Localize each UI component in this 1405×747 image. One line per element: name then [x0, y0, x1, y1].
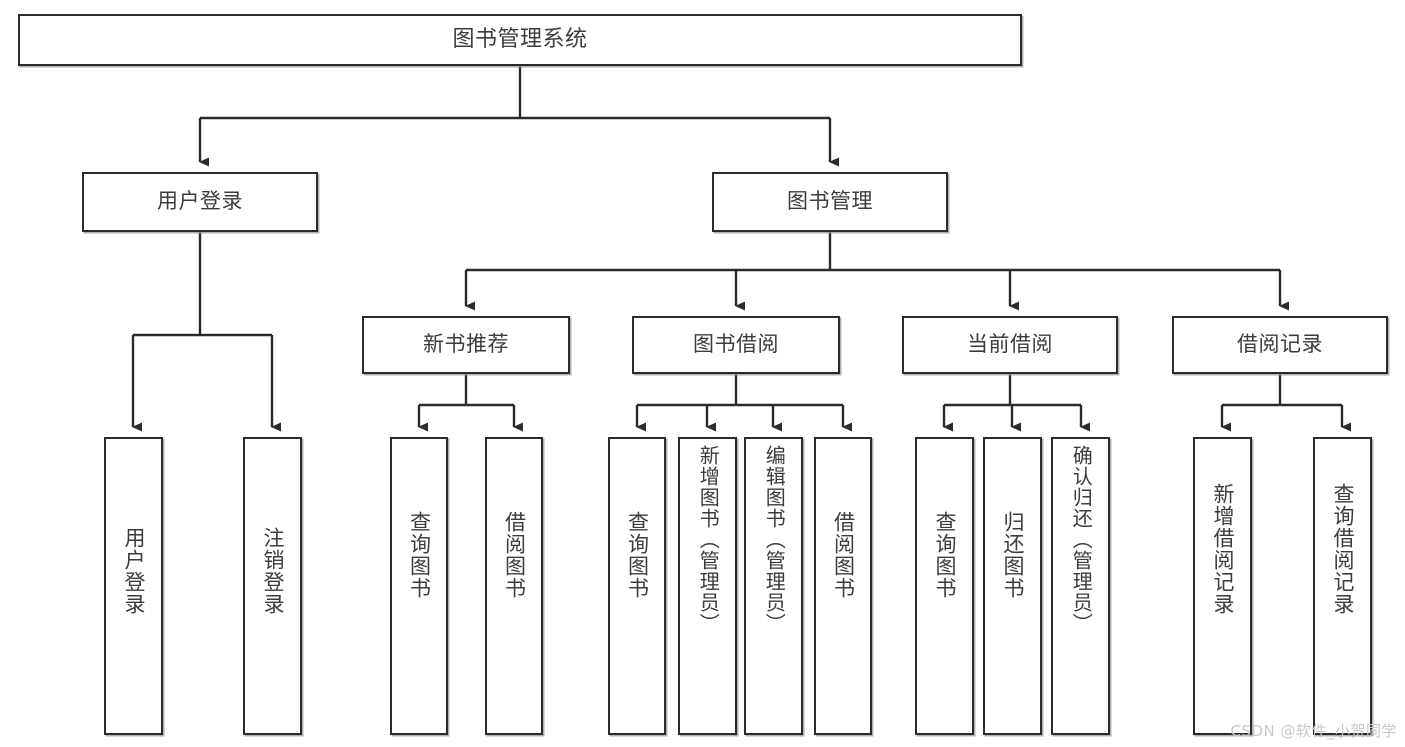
leaf-current-borrow-return-book[interactable]: 归还图书 [983, 437, 1042, 735]
leaf-book-borrow-add-book-admin[interactable]: 新增图书（管理员） [678, 437, 737, 735]
node-current-borrow[interactable]: 当前借阅 [902, 316, 1118, 374]
node-label: 归还图书 [1000, 511, 1025, 599]
leaf-current-borrow-confirm-return-admin[interactable]: 确认归还（管理员） [1051, 437, 1110, 735]
node-label: 查询图书 [625, 511, 650, 599]
node-label: 当前借阅 [967, 332, 1053, 357]
node-label: 借阅记录 [1237, 332, 1323, 357]
node-label: 借阅图书 [502, 511, 527, 599]
node-new-book-recommend[interactable]: 新书推荐 [362, 316, 570, 374]
leaf-book-borrow-lend-book[interactable]: 借阅图书 [814, 437, 872, 735]
node-label: 注销登录 [260, 527, 285, 615]
node-user-login[interactable]: 用户登录 [82, 172, 318, 232]
node-label: 图书借阅 [693, 332, 779, 357]
leaf-user-login-logout[interactable]: 注销登录 [243, 437, 302, 735]
leaf-borrow-record-query-record[interactable]: 查询借阅记录 [1313, 437, 1372, 735]
leaf-book-borrow-edit-book-admin[interactable]: 编辑图书（管理员） [744, 437, 803, 735]
node-label: 编辑图书（管理员） [762, 445, 787, 634]
leaf-borrow-record-add-record[interactable]: 新增借阅记录 [1193, 437, 1252, 735]
node-label: 确认归还（管理员） [1069, 445, 1094, 634]
node-borrow-record[interactable]: 借阅记录 [1172, 316, 1388, 374]
node-book-borrow[interactable]: 图书借阅 [632, 316, 840, 374]
node-label: 查询借阅记录 [1330, 483, 1355, 615]
leaf-current-borrow-query-book[interactable]: 查询图书 [915, 437, 974, 735]
node-label: 借阅图书 [831, 511, 856, 599]
node-label: 查询图书 [407, 511, 432, 599]
node-label: 新增借阅记录 [1210, 483, 1235, 615]
leaf-book-borrow-query-book[interactable]: 查询图书 [608, 437, 666, 735]
node-label: 用户登录 [121, 527, 146, 615]
leaf-user-login-login[interactable]: 用户登录 [104, 437, 163, 735]
node-label: 图书管理系统 [452, 26, 588, 52]
node-label: 新书推荐 [423, 332, 509, 357]
node-label: 新增图书（管理员） [696, 445, 721, 634]
leaf-new-book-query-book[interactable]: 查询图书 [390, 437, 448, 735]
node-label: 用户登录 [157, 189, 243, 214]
node-label: 图书管理 [787, 189, 873, 214]
node-label: 查询图书 [932, 511, 957, 599]
leaf-new-book-borrow-book[interactable]: 借阅图书 [485, 437, 543, 735]
node-book-management[interactable]: 图书管理 [712, 172, 948, 232]
node-root-book-management-system[interactable]: 图书管理系统 [18, 14, 1022, 66]
csdn-watermark: CSDN @软件_小贺同学 [1230, 722, 1397, 740]
